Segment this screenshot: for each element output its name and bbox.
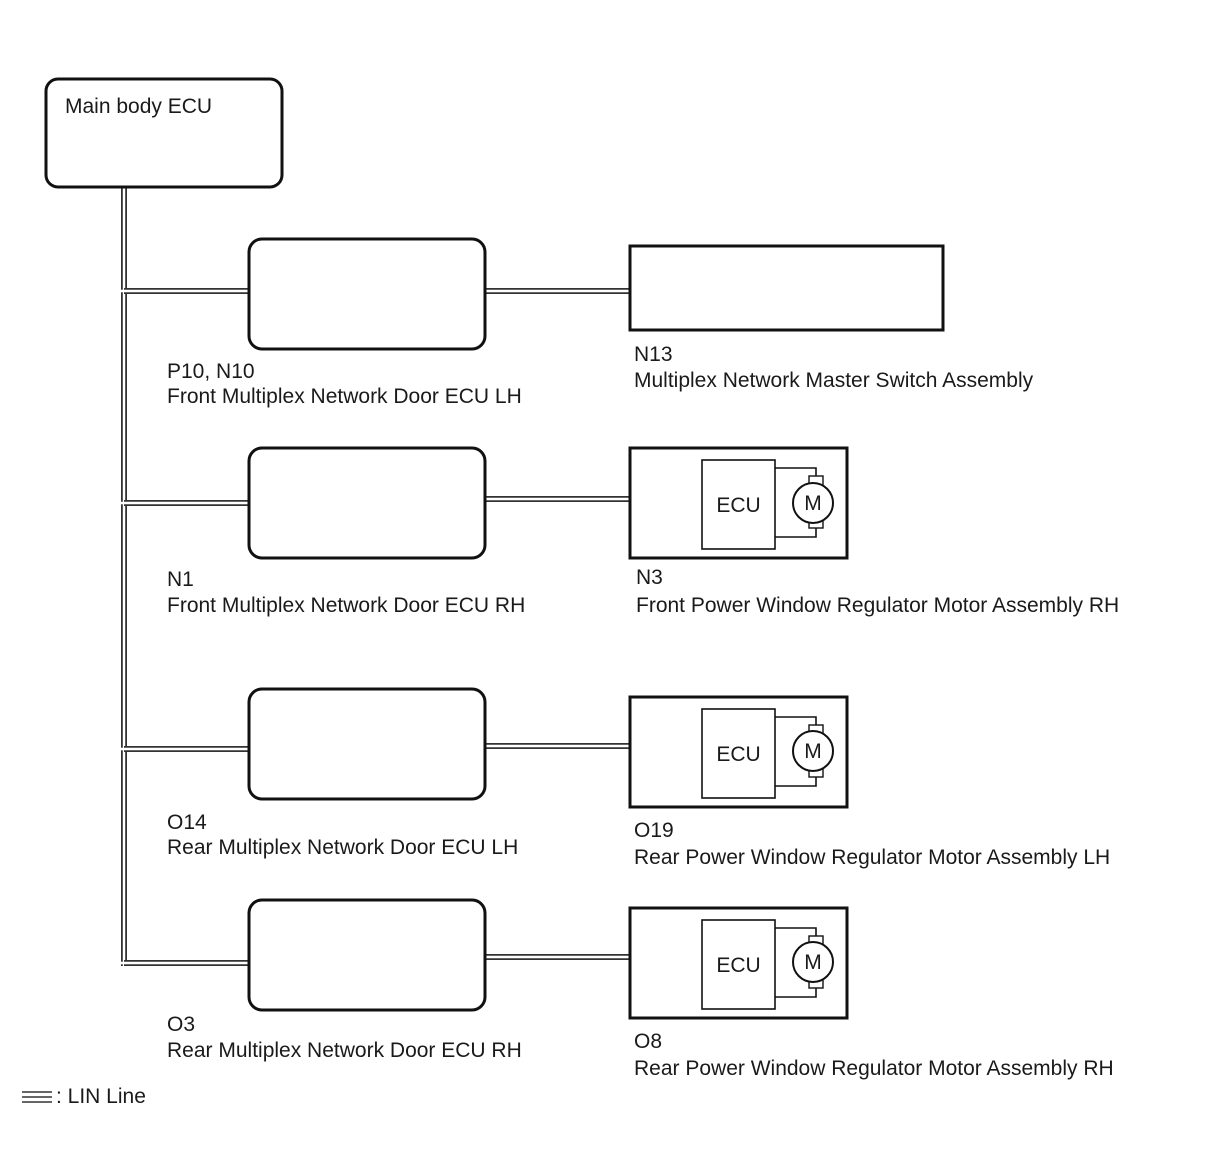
door-ecu-box-row-4 (247, 898, 487, 1012)
lin-line-legend-text: : LIN Line (56, 1085, 146, 1108)
device-code-row-3: O19 (634, 819, 674, 842)
door-ecu-code-row-1: P10, N10 (167, 360, 255, 383)
motor-symbol (792, 941, 834, 983)
device-name-row-4: Rear Power Window Regulator Motor Assemb… (634, 1057, 1114, 1080)
motor-symbol-text: M (804, 492, 822, 515)
main-body-ecu-box (44, 77, 284, 189)
door-ecu-code-row-3: O14 (167, 811, 207, 834)
door-ecu-box-row-3 (247, 687, 487, 801)
motor-symbol (792, 730, 834, 772)
door-ecu-code-row-2: N1 (167, 568, 194, 591)
motor-ecu-text: ECU (716, 954, 760, 977)
motor-symbol (792, 482, 834, 524)
motor-symbol-text: M (804, 951, 822, 974)
motor-unit-row-2: ECU M (628, 446, 849, 560)
device-name-row-1: Multiplex Network Master Switch Assembly (634, 369, 1034, 392)
door-ecu-name-row-1: Front Multiplex Network Door ECU LH (167, 385, 522, 408)
device-name-row-3: Rear Power Window Regulator Motor Assemb… (634, 846, 1111, 869)
main-body-ecu-label: Main body ECU (65, 95, 213, 118)
motor-unit-row-3: ECU M (628, 695, 849, 809)
motor-ecu-block (701, 708, 776, 799)
door-ecu-name-row-4: Rear Multiplex Network Door ECU RH (167, 1039, 522, 1062)
motor-ecu-block (701, 459, 776, 550)
door-ecu-code-row-4: O3 (167, 1013, 196, 1036)
motor-unit-row-4: ECU M (628, 906, 849, 1020)
door-ecu-box-row-1 (247, 237, 487, 351)
door-ecu-box-row-2 (247, 446, 487, 560)
lin-line-legend-icon (22, 1091, 52, 1103)
door-ecu-name-row-2: Front Multiplex Network Door ECU RH (167, 594, 526, 617)
motor-ecu-text: ECU (716, 494, 760, 517)
device-code-row-1: N13 (634, 343, 673, 366)
motor-ecu-text: ECU (716, 743, 760, 766)
device-name-row-2: Front Power Window Regulator Motor Assem… (636, 594, 1120, 617)
motor-symbol-text: M (804, 740, 822, 763)
lin-wiring (121, 187, 631, 966)
device-code-row-4: O8 (634, 1030, 663, 1053)
device-code-row-2: N3 (636, 566, 663, 589)
master-switch-box (628, 244, 945, 332)
door-ecu-name-row-3: Rear Multiplex Network Door ECU LH (167, 836, 519, 859)
motor-ecu-block (701, 919, 776, 1010)
